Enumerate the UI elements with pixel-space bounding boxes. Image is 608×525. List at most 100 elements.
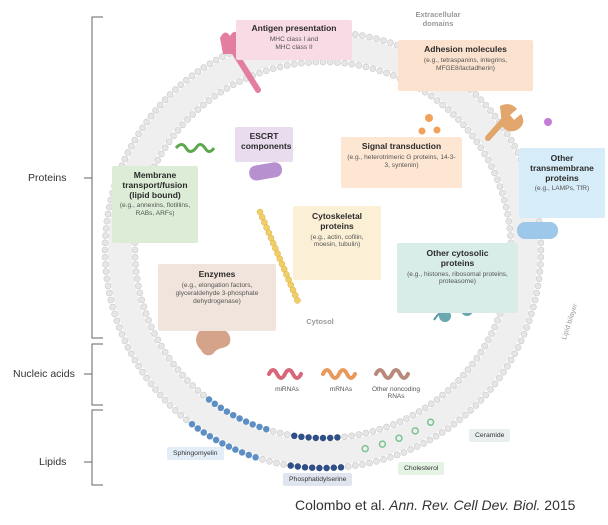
outer-lipid-head xyxy=(101,253,109,261)
inner-lipid-head xyxy=(348,432,356,440)
inner-lipid-head xyxy=(481,342,488,350)
inner-lipid-head xyxy=(439,101,446,109)
inner-lipid-head xyxy=(396,418,404,425)
escrt-title: ESCRT components xyxy=(241,131,292,151)
outer-lipid-head xyxy=(166,91,174,98)
inner-lipid-head xyxy=(477,144,485,152)
inner-lipid-head xyxy=(504,210,511,218)
inner-lipid-head xyxy=(389,421,397,428)
other-transmembrane-title: Other transmembrane proteins xyxy=(530,153,594,183)
other-cytosolic-title: Other cytosolic proteins xyxy=(426,248,489,268)
adhesion-molecules-box: Adhesion molecules (e.g., tetraspanins, … xyxy=(398,40,533,91)
outer-lipid-head xyxy=(533,289,541,297)
outer-lipid-head xyxy=(124,344,132,351)
inner-lipid-head xyxy=(148,323,155,331)
outer-lipid-head xyxy=(344,463,352,470)
inner-lipid-head xyxy=(450,382,457,389)
other-cytosolic-box: Other cytosolic proteins (e.g., histones… xyxy=(397,243,518,313)
inner-lipid-head xyxy=(133,275,141,283)
cholesterol-molecule xyxy=(361,444,369,453)
inner-lipid-head xyxy=(355,62,363,69)
outer-lipid-head xyxy=(531,296,539,304)
outer-lipid-head xyxy=(500,368,507,376)
outer-lipid-head xyxy=(467,407,474,414)
inner-lipid-head xyxy=(283,431,291,438)
outer-lipid-head xyxy=(212,56,220,64)
cytoskeletal-filament-icon xyxy=(256,208,301,304)
inner-lipid-head xyxy=(165,354,173,362)
inner-lipid-head xyxy=(138,296,145,304)
phosphatidylserine-lipid xyxy=(305,434,312,441)
citation-journal: Ann. Rev. Cell Dev. Biol. xyxy=(389,497,541,513)
outer-lipid-head xyxy=(373,35,380,43)
inner-lipid-head xyxy=(151,330,158,337)
outer-lipid-head xyxy=(482,391,490,399)
outer-lipid-head xyxy=(511,142,519,150)
phosphatidylserine-lipid xyxy=(312,434,319,442)
membrane-transport-title: Membrane transport/fusion (lipid bound) xyxy=(122,170,188,200)
outer-lipid-head xyxy=(351,462,359,469)
nucleic-acids-label: Nucleic acids xyxy=(13,368,75,380)
inner-lipid-head xyxy=(170,360,177,368)
inner-lipid-head xyxy=(403,415,410,422)
outer-lipid-head xyxy=(128,350,135,358)
proteins-bracket xyxy=(84,16,103,339)
outer-lipid-head xyxy=(102,232,109,239)
enzyme-icon xyxy=(196,325,231,356)
sphingomyelin-lipid xyxy=(217,404,224,411)
cholesterol-molecule xyxy=(411,427,419,435)
phosphatidylserine-lipid xyxy=(298,433,305,440)
inner-lipid-head xyxy=(158,150,165,158)
outer-lipid-head xyxy=(118,330,126,338)
noncoding-rna-label: Other noncoding RNAs xyxy=(371,386,421,401)
actin-bead xyxy=(294,297,301,304)
outer-lipid-head xyxy=(380,456,387,463)
outer-lipid-head xyxy=(507,136,515,144)
inner-lipid-head xyxy=(389,72,397,79)
phosphatidylserine-lipid xyxy=(319,434,327,442)
sphingomyelin-lipid xyxy=(205,396,213,403)
outer-lipid-head xyxy=(426,436,434,444)
phosphatidylserine-lipid xyxy=(301,464,309,471)
outer-lipid-head xyxy=(152,386,159,393)
outer-lipid-head xyxy=(366,33,373,41)
outer-lipid-head xyxy=(103,275,111,283)
outer-lipid-head xyxy=(124,149,132,156)
outer-lipid-head xyxy=(102,268,110,275)
noncoding-rna-icon xyxy=(374,368,410,380)
inner-lipid-head xyxy=(170,132,177,140)
citation-authors: Colombo et al. xyxy=(295,497,390,513)
inner-lipid-head xyxy=(362,429,370,437)
inner-lipid-head xyxy=(189,382,196,389)
inner-lipid-head xyxy=(158,342,165,350)
outer-lipid-head xyxy=(530,303,537,311)
sphingomyelin-lipid xyxy=(252,454,259,461)
cholesterol-molecule xyxy=(395,434,403,442)
outer-lipid-head xyxy=(156,101,164,109)
inner-lipid-head xyxy=(131,246,139,254)
inner-lipid-head xyxy=(450,111,457,118)
outer-lipid-head xyxy=(407,446,414,453)
inner-lipid-head xyxy=(256,69,263,77)
outer-lipid-head xyxy=(143,374,150,382)
outer-lipid-head xyxy=(166,402,174,409)
antigen-presentation-box: Antigen presentation MHC class I and MHC… xyxy=(236,20,352,60)
cholesterol-molecule xyxy=(378,440,387,448)
phosphatidylserine-tag: Phosphatidylserine xyxy=(283,473,353,486)
outer-lipid-head xyxy=(536,268,544,275)
helix-protein-icon xyxy=(174,143,216,153)
outer-lipid-head xyxy=(111,310,118,318)
inner-lipid-head xyxy=(494,316,501,324)
outer-lipid-head xyxy=(121,155,129,163)
inner-lipid-head xyxy=(161,144,169,152)
outer-lipid-head xyxy=(487,107,494,114)
sphingomyelin-lipid xyxy=(238,449,246,456)
proteins-label: Proteins xyxy=(28,172,67,184)
outer-lipid-head xyxy=(432,432,440,440)
sphingomyelin-lipid xyxy=(188,421,196,428)
cholesterol-molecule xyxy=(426,418,435,426)
inner-lipid-head xyxy=(154,156,162,164)
sphingomyelin-tag: Sphingomyelin xyxy=(167,447,224,460)
inner-lipid-head xyxy=(305,59,312,66)
outer-lipid-head xyxy=(456,416,464,424)
